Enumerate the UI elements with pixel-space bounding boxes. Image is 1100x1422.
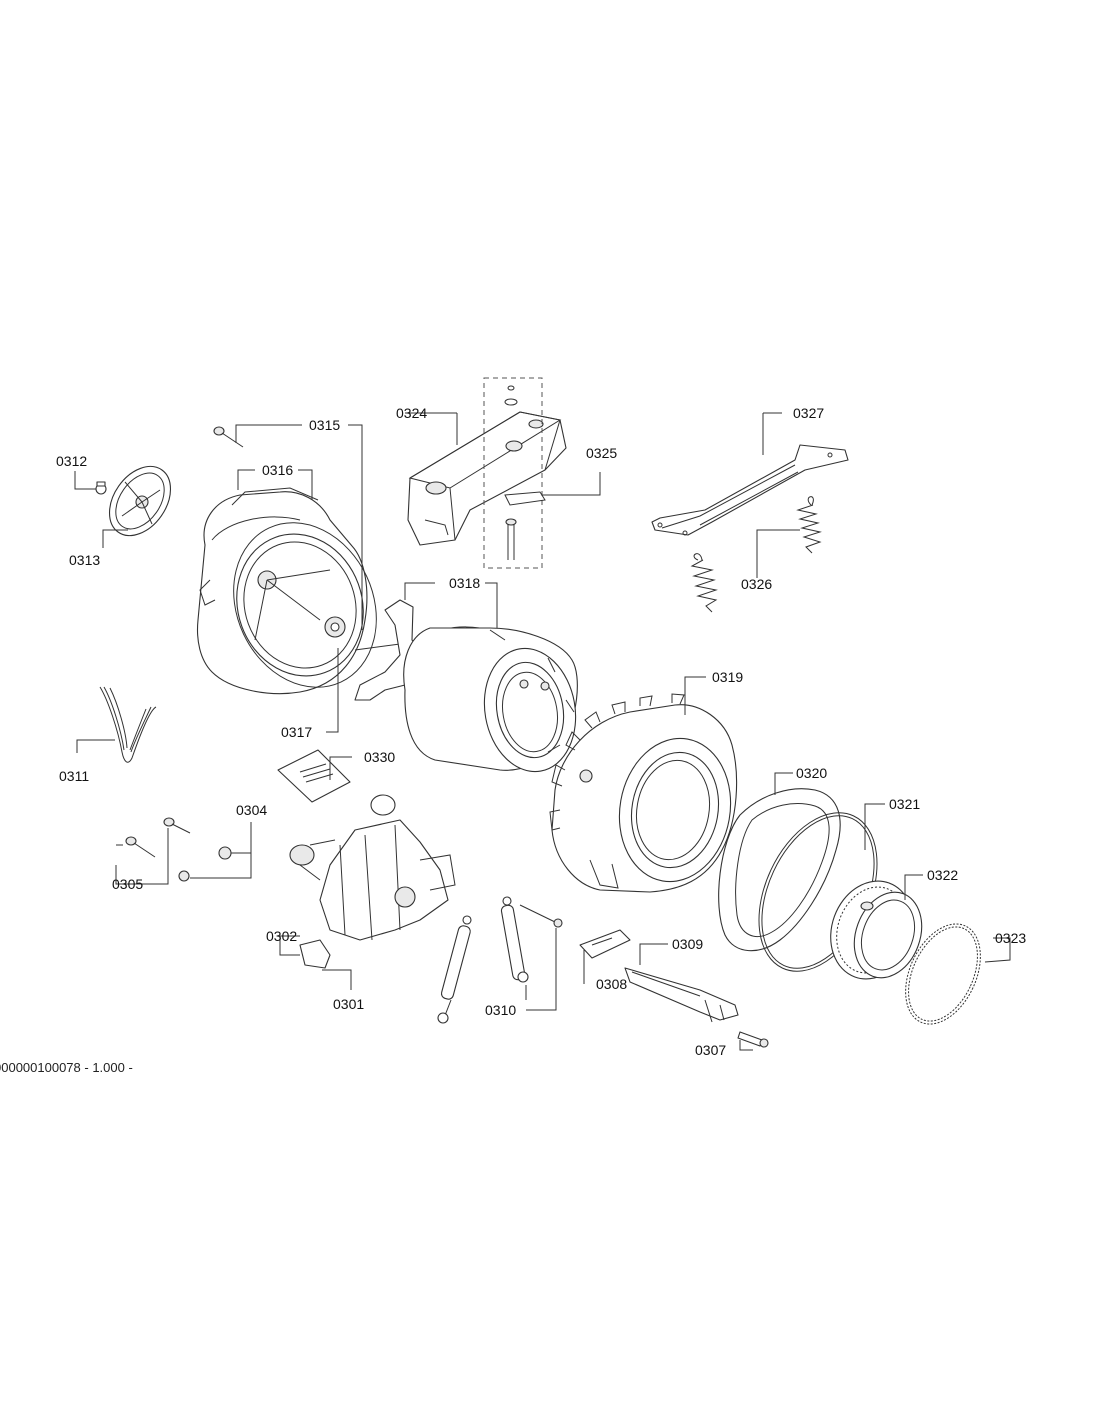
part-0301-motor	[289, 794, 456, 941]
label-0308: 0308	[596, 976, 627, 992]
label-0324: 0324	[396, 405, 427, 421]
label-0323: 0323	[995, 930, 1026, 946]
label-0307: 0307	[695, 1042, 726, 1058]
label-0317: 0317	[281, 724, 312, 740]
part-labels: 0312 0313 0315 0316 0317 0318 0319 0320 …	[56, 405, 1026, 1058]
part-0319-front-tub	[549, 693, 738, 893]
part-0316-rear-tub	[196, 487, 368, 695]
label-0327: 0327	[793, 405, 824, 421]
part-0324-counterweight	[407, 411, 567, 546]
part-0312-screw	[95, 481, 107, 495]
part-0317-seal	[233, 522, 377, 688]
label-0309: 0309	[672, 936, 703, 952]
document-id: 000000100078 - 1.000 -	[0, 1060, 133, 1075]
label-0304: 0304	[236, 802, 267, 818]
label-0326: 0326	[741, 576, 772, 592]
part-0320-ring	[718, 788, 841, 952]
part-0315-bolt	[213, 426, 244, 448]
part-0330-sheet	[277, 749, 351, 803]
leader-lines	[74, 412, 1011, 1051]
label-0316: 0316	[262, 462, 293, 478]
label-0302: 0302	[266, 928, 297, 944]
part-0322-bearing-housing	[830, 880, 923, 980]
part-0305-screws	[125, 817, 191, 858]
label-0322: 0322	[927, 867, 958, 883]
label-0301: 0301	[333, 996, 364, 1012]
label-0310: 0310	[485, 1002, 516, 1018]
label-0311: 0311	[59, 768, 89, 784]
label-0325: 0325	[586, 445, 617, 461]
label-0315: 0315	[309, 417, 340, 433]
label-0321: 0321	[889, 796, 920, 812]
part-0302-clip	[299, 939, 331, 969]
part-0318-drum	[354, 599, 578, 773]
part-0311-belt	[99, 686, 157, 763]
part-0310-shock-absorbers	[437, 896, 563, 1024]
part-0325-fixing-kit	[483, 377, 546, 569]
label-0305: 0305	[112, 876, 143, 892]
part-0327-bracket	[651, 444, 849, 536]
part-0307-sensor	[737, 1031, 769, 1048]
part-0323-retaining-ring	[905, 923, 981, 1025]
part-0309-heater	[624, 967, 739, 1023]
label-0330: 0330	[364, 749, 395, 765]
part-0304-screws	[178, 846, 232, 882]
part-0313-pulley	[108, 465, 172, 537]
label-0312: 0312	[56, 453, 87, 469]
label-0319: 0319	[712, 669, 743, 685]
label-0320: 0320	[796, 765, 827, 781]
label-0318: 0318	[449, 575, 480, 591]
part-0308-bracket	[579, 929, 631, 959]
label-0313: 0313	[69, 552, 100, 568]
part-0326-springs	[690, 496, 822, 613]
